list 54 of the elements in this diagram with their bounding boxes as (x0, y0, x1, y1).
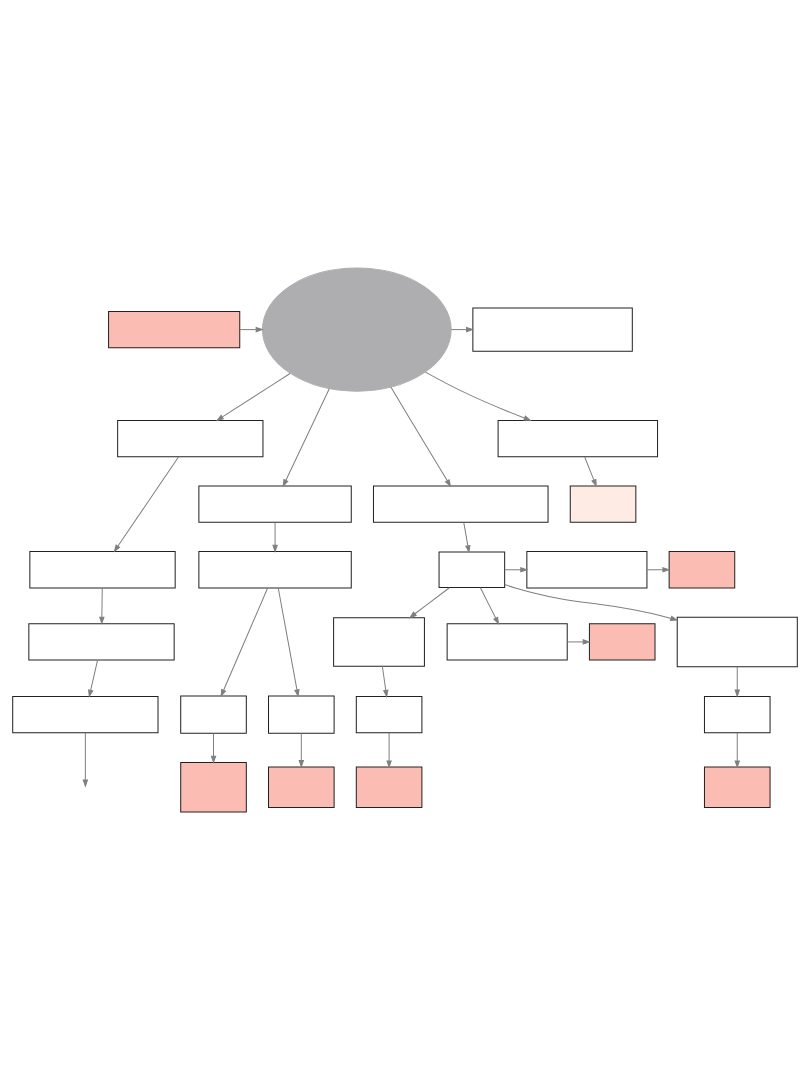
node-box (268, 694, 335, 734)
arrow (425, 371, 532, 421)
node-box (108, 310, 241, 348)
arrow (390, 386, 452, 487)
node-box (28, 622, 175, 661)
arrow (215, 372, 291, 421)
arrow (584, 455, 597, 487)
arrow (381, 665, 389, 698)
node-box (355, 695, 423, 733)
node-box (668, 550, 736, 588)
node-box (268, 766, 335, 808)
node-box (372, 485, 549, 523)
arrow (210, 732, 217, 764)
arrow (277, 587, 300, 697)
node-box (117, 419, 264, 457)
arrow (113, 456, 179, 552)
arrow (504, 583, 679, 621)
arrow (220, 587, 269, 697)
node-ellipse (261, 267, 452, 392)
arrow (734, 665, 741, 698)
node-box (198, 485, 352, 523)
arrow (82, 732, 89, 788)
node-box (497, 419, 659, 457)
arrow (99, 587, 105, 625)
node-box (180, 761, 247, 812)
node-box (438, 551, 506, 588)
arrow (479, 586, 500, 625)
node-box (29, 550, 176, 588)
node-box (703, 695, 771, 733)
arrow (504, 566, 529, 573)
node-box (569, 485, 637, 523)
arrow (239, 326, 264, 332)
arrow (566, 638, 591, 645)
node-box (180, 694, 247, 734)
node-box (333, 616, 425, 667)
arrow (298, 732, 305, 768)
node-box (703, 766, 771, 808)
arrow (734, 732, 741, 768)
arrow (646, 566, 671, 573)
node-box (676, 616, 798, 667)
arrow (463, 521, 471, 553)
arrow (408, 586, 450, 618)
node-box (12, 695, 159, 733)
arrow (272, 521, 278, 553)
arrow (282, 387, 330, 487)
arrow (450, 326, 475, 332)
node-box (588, 622, 656, 661)
arrow (88, 659, 98, 698)
node-box (446, 622, 568, 661)
node-box (526, 550, 648, 588)
node-box (472, 306, 633, 352)
node-box (198, 550, 352, 588)
node-box (355, 766, 423, 808)
arrow (386, 732, 392, 768)
